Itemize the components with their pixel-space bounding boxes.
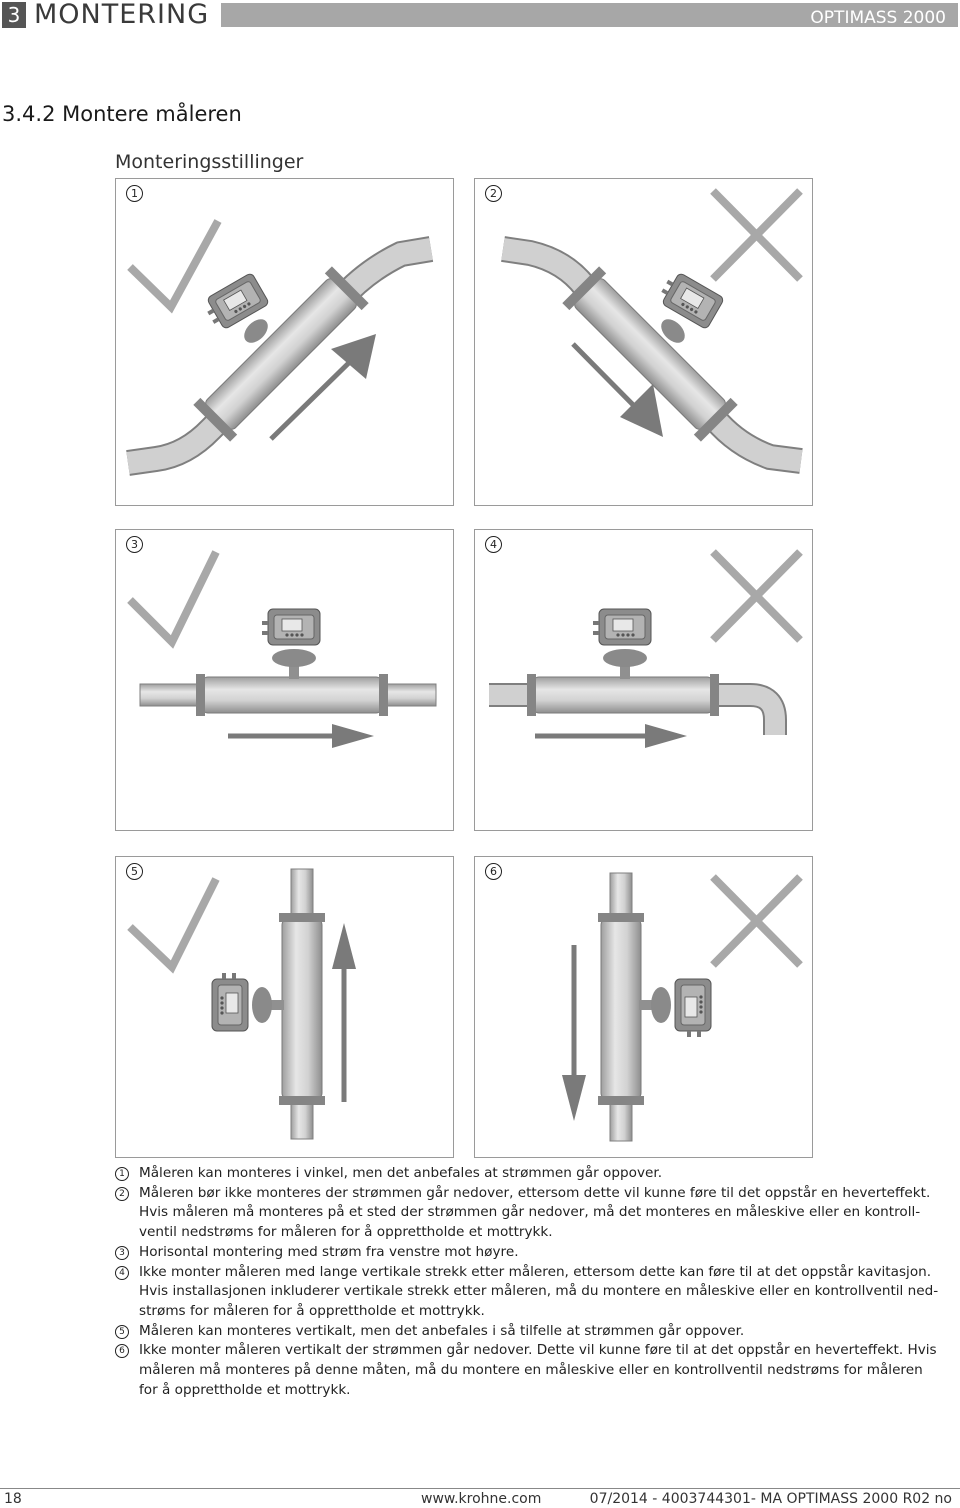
note-line: Horisontal montering med strøm fra venst… — [139, 1243, 519, 1260]
mounting-panel-1: 1 — [115, 178, 454, 506]
note-line: strøms for måleren for å opprettholde et… — [139, 1302, 485, 1319]
panel-number: 4 — [485, 536, 502, 553]
mounting-panel-5: 5 — [115, 856, 454, 1158]
note-line: ventil nedstrøms for måleren for å oppre… — [139, 1224, 553, 1241]
cross-mark-icon — [710, 188, 803, 282]
panel-number: 5 — [126, 863, 143, 880]
mounting-notes: 1 Måleren kan monteres i vinkel, men det… — [115, 1164, 955, 1400]
note-6: 6 Ikke monter måleren vertikalt der strø… — [115, 1341, 955, 1400]
mounting-panel-4: 4 — [474, 529, 813, 831]
note-1: 1 Måleren kan monteres i vinkel, men det… — [115, 1164, 955, 1184]
document-reference: 07/2014 - 4003744301- MA OPTIMASS 2000 R… — [589, 1491, 952, 1507]
horizontal-vertical-run-illustration — [489, 549, 803, 748]
mounting-panel-2: 2 — [474, 178, 813, 506]
note-marker: 4 — [115, 1265, 129, 1280]
note-line: Hvis måleren må monteres på et sted der … — [139, 1204, 921, 1221]
note-marker: 1 — [115, 1167, 129, 1181]
note-line: måleren må monteres på denne måten, må d… — [139, 1362, 923, 1379]
flow-arrow-icon — [562, 945, 586, 1121]
page-number: 18 — [4, 1491, 22, 1507]
flow-arrow-icon — [269, 334, 376, 441]
angled-upward-illustration — [126, 219, 434, 476]
mounting-panel-3: 3 — [115, 529, 454, 831]
note-line: Hvis installasjonen inkluderer vertikale… — [139, 1283, 939, 1300]
note-marker: 3 — [115, 1245, 129, 1260]
check-mark-icon — [127, 877, 220, 974]
check-mark-icon — [127, 219, 222, 314]
panel-number: 1 — [126, 185, 143, 202]
website-link[interactable]: www.krohne.com — [421, 1491, 542, 1507]
subheading: Monteringsstillinger — [115, 151, 304, 173]
panel-number: 6 — [485, 863, 502, 880]
angled-downward-illustration — [501, 188, 803, 474]
note-line: Ikke monter måleren med lange vertikale … — [139, 1263, 932, 1280]
cross-mark-icon — [710, 874, 803, 968]
product-name: OPTIMASS 2000 — [810, 8, 946, 28]
panel-number: 3 — [126, 536, 143, 553]
note-marker: 5 — [115, 1324, 129, 1339]
vertical-upward-illustration — [127, 868, 356, 1140]
cross-mark-icon — [710, 549, 803, 643]
note-marker: 2 — [115, 1186, 129, 1201]
note-line: Måleren kan monteres vertikalt, men det … — [139, 1322, 745, 1339]
vertical-downward-illustration — [562, 872, 803, 1142]
note-line: Måleren bør ikke monteres der strømmen g… — [139, 1184, 931, 1201]
note-marker: 6 — [115, 1344, 129, 1359]
flow-arrow-icon — [228, 724, 374, 748]
chapter-number: 3 — [2, 2, 26, 28]
flow-arrow-icon — [332, 923, 356, 1102]
note-line: Ikke monter måleren vertikalt der strømm… — [139, 1342, 937, 1359]
panel-number: 2 — [485, 185, 502, 202]
page-header: 3 MONTERING OPTIMASS 2000 — [0, 0, 960, 30]
note-4: 4 Ikke monter måleren med lange vertikal… — [115, 1263, 955, 1322]
mounting-panel-6: 6 — [474, 856, 813, 1158]
flow-arrow-icon — [535, 724, 687, 748]
section-title: 3.4.2 Montere måleren — [2, 102, 242, 126]
flow-arrow-icon — [571, 342, 663, 437]
note-5: 5 Måleren kan monteres vertikalt, men de… — [115, 1322, 955, 1342]
header-bar: OPTIMASS 2000 — [221, 3, 958, 28]
footer-divider — [0, 1488, 960, 1489]
note-line: for å opprettholde et mottrykk. — [139, 1381, 351, 1398]
note-3: 3 Horisontal montering med strøm fra ven… — [115, 1243, 955, 1263]
check-mark-icon — [127, 550, 220, 649]
note-2: 2 Måleren bør ikke monteres der strømmen… — [115, 1184, 955, 1243]
note-line: Måleren kan monteres i vinkel, men det a… — [139, 1165, 663, 1181]
chapter-title: MONTERING — [34, 0, 210, 30]
horizontal-illustration — [127, 550, 437, 748]
